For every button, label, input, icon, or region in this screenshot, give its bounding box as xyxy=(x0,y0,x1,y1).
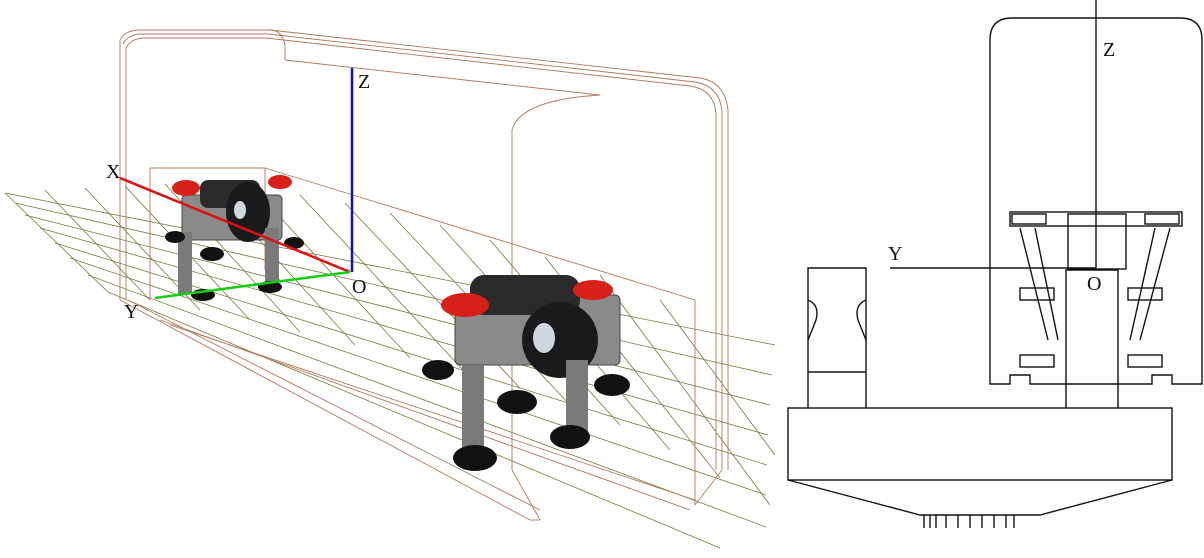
robot-front-pad-left xyxy=(441,293,489,317)
robot-rear-pad-left xyxy=(172,180,200,196)
wheel xyxy=(165,231,185,243)
wheel xyxy=(422,360,454,380)
robot-front-hub xyxy=(533,323,555,353)
robot-rear-leg-1 xyxy=(178,232,192,294)
x-axis xyxy=(119,176,351,274)
left-post xyxy=(807,267,867,408)
floor-grid xyxy=(4,183,776,549)
robot-rear-drive-wheel xyxy=(226,182,270,242)
left-post-notch xyxy=(807,299,818,341)
robot-front xyxy=(422,275,630,471)
base-teeth xyxy=(923,515,1015,528)
base-taper xyxy=(787,479,1173,516)
roller xyxy=(1144,213,1180,225)
z-axis-label: Z xyxy=(358,71,370,93)
drive-wheel-stack xyxy=(1067,213,1127,270)
wheel xyxy=(453,445,497,471)
y-axis-label: Y xyxy=(124,301,138,323)
y-axis xyxy=(154,270,351,300)
roller xyxy=(1011,213,1047,225)
wheel xyxy=(594,374,630,396)
side-view xyxy=(787,0,1203,528)
central-post xyxy=(1065,269,1119,408)
robot-rear-leg-2 xyxy=(265,228,279,286)
roller xyxy=(1019,354,1055,368)
roller xyxy=(1127,287,1163,301)
base-plate xyxy=(787,407,1173,481)
roller xyxy=(1127,354,1163,368)
tunnel-outline xyxy=(119,29,729,521)
robot-front-leg-1 xyxy=(462,365,484,455)
arm xyxy=(1129,227,1156,341)
robot-front-drive-wheel xyxy=(522,302,598,378)
arm xyxy=(1034,227,1059,341)
robot-front-pad-right xyxy=(573,280,613,300)
x-axis-label: X xyxy=(106,161,121,183)
roller xyxy=(1019,287,1055,301)
origin-label: O xyxy=(352,276,366,298)
arm xyxy=(1139,227,1171,341)
robot-front-leg-2 xyxy=(566,360,588,440)
enclosure-outline xyxy=(989,17,1203,385)
left-post-notch xyxy=(856,299,867,341)
wheel xyxy=(497,390,537,414)
arm xyxy=(1019,227,1049,341)
side-z-axis-label: Z xyxy=(1103,39,1115,61)
perspective-view: X Y Z O xyxy=(4,29,776,549)
wheel xyxy=(550,425,590,449)
robot-rear-pad-right xyxy=(268,175,292,189)
side-y-axis-label: Y xyxy=(888,243,902,265)
side-origin-label: O xyxy=(1087,273,1101,295)
robot-rear-hub xyxy=(234,201,246,219)
wheel xyxy=(200,247,224,261)
